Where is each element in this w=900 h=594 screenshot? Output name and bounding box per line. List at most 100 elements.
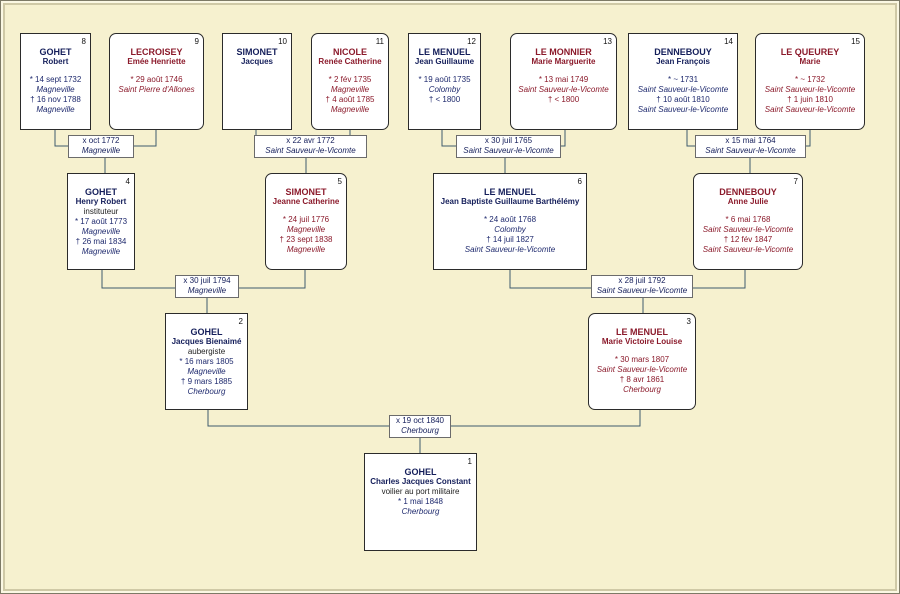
death-place: Saint Sauveur-le-Vicomte <box>702 245 794 254</box>
birth-place: Cherbourg <box>401 507 440 516</box>
given-names: Jean Baptiste Guillaume Barthélémy <box>440 197 580 206</box>
sosa-number: 7 <box>793 177 798 186</box>
person-box-2[interactable]: 2 GOHEL Jacques Bienaimé aubergiste * 16… <box>165 313 248 410</box>
marriage-place: Saint Sauveur-le-Vicomte <box>596 286 688 295</box>
sosa-number: 8 <box>81 37 86 46</box>
birth-place: Saint Pierre d'Allones <box>118 85 195 94</box>
person-box-1[interactable]: 1 GOHEL Charles Jacques Constant voilier… <box>364 453 477 551</box>
marriage-date: x 22 avr 1772 <box>286 136 335 145</box>
birth-place: Saint Sauveur-le-Vicomte <box>702 225 794 234</box>
person-box-6[interactable]: 6 LE MENUEL Jean Baptiste Guillaume Bart… <box>433 173 587 270</box>
person-box-8[interactable]: 8 GOHET Robert * 14 sept 1732 Magneville… <box>20 33 91 130</box>
surname: LE MENUEL <box>483 187 536 197</box>
marriage-box-8-9[interactable]: x oct 1772 Magneville <box>68 135 134 158</box>
sosa-number: 6 <box>577 177 582 186</box>
birth-date: * 2 fév 1735 <box>328 75 372 84</box>
surname: LE QUEUREY <box>780 47 840 57</box>
person-box-5[interactable]: 5 SIMONET Jeanne Catherine * 24 juil 177… <box>265 173 347 270</box>
surname: LE MONNIER <box>535 47 592 57</box>
person-box-4[interactable]: 4 GOHET Henry Robert instituteur * 17 ao… <box>67 173 135 270</box>
marriage-date: x 30 juil 1765 <box>484 136 533 145</box>
birth-date: * ~ 1732 <box>794 75 826 84</box>
death-place: Magneville <box>330 105 370 114</box>
given-names: Marie <box>799 57 821 66</box>
surname: SIMONET <box>236 47 278 57</box>
person-box-7[interactable]: 7 DENNEBOUY Anne Julie * 6 mai 1768 Sain… <box>693 173 803 270</box>
marriage-box-6-7[interactable]: x 28 juil 1792 Saint Sauveur-le-Vicomte <box>591 275 693 298</box>
person-box-10[interactable]: 10 SIMONET Jacques <box>222 33 292 130</box>
surname: DENNEBOUY <box>719 187 777 197</box>
sosa-number: 9 <box>194 37 199 46</box>
person-box-13[interactable]: 13 LE MONNIER Marie Marguerite * 13 mai … <box>510 33 617 130</box>
marriage-box-12-13[interactable]: x 30 juil 1765 Saint Sauveur-le-Vicomte <box>456 135 561 158</box>
marriage-place: Magneville <box>81 146 121 155</box>
given-names: Jacques <box>240 57 274 66</box>
given-names: Marie Victoire Louise <box>601 337 683 346</box>
birth-date: * ~ 1731 <box>667 75 699 84</box>
person-box-12[interactable]: 12 LE MENUEL Jean Guillaume * 19 août 17… <box>408 33 481 130</box>
death-place: Cherbourg <box>623 385 661 394</box>
birth-place: Magneville <box>36 85 75 94</box>
death-date: † 4 août 1785 <box>325 95 375 104</box>
death-date: † 1 juin 1810 <box>787 95 833 104</box>
death-place: Saint Sauveur-le-Vicomte <box>464 245 556 254</box>
birth-date: * 14 sept 1732 <box>29 75 82 84</box>
surname: GOHEL <box>404 467 437 477</box>
death-place: Magneville <box>36 105 75 114</box>
death-place: Saint Sauveur-le-Vicomte <box>637 105 729 114</box>
person-box-3[interactable]: 3 LE MENUEL Marie Victoire Louise * 30 m… <box>588 313 696 410</box>
sosa-number: 3 <box>686 317 691 326</box>
person-box-9[interactable]: 9 LECROISEY Emée Henriette * 29 août 174… <box>109 33 204 130</box>
sosa-number: 1 <box>467 457 472 466</box>
given-names: Renée Catherine <box>318 57 382 66</box>
sosa-number: 2 <box>238 317 243 326</box>
marriage-box-14-15[interactable]: x 15 mai 1764 Saint Sauveur-le-Vicomte <box>695 135 806 158</box>
marriage-date: x 30 juil 1794 <box>183 276 231 285</box>
death-place: Magneville <box>286 245 326 254</box>
birth-place: Magneville <box>81 227 121 236</box>
person-box-14[interactable]: 14 DENNEBOUY Jean François * ~ 1731 Sain… <box>628 33 738 130</box>
death-place: Cherbourg <box>187 387 226 396</box>
marriage-box-10-11[interactable]: x 22 avr 1772 Saint Sauveur-le-Vicomte <box>254 135 367 158</box>
sosa-number: 11 <box>375 37 384 46</box>
birth-date: * 17 août 1773 <box>74 217 128 226</box>
birth-place: Saint Sauveur-le-Vicomte <box>596 365 688 374</box>
marriage-box-2-3[interactable]: x 19 oct 1840 Cherbourg <box>389 415 451 438</box>
given-names: Jean François <box>656 57 710 66</box>
death-date: † 23 sept 1838 <box>279 235 333 244</box>
given-names: Henry Robert <box>75 197 127 206</box>
death-date: † 14 juil 1827 <box>486 235 534 244</box>
surname: LE MENUEL <box>418 47 471 57</box>
sosa-number: 12 <box>467 37 476 46</box>
person-box-11[interactable]: 11 NICOLE Renée Catherine * 2 fév 1735 M… <box>311 33 389 130</box>
marriage-place: Magneville <box>187 286 227 295</box>
surname: SIMONET <box>285 187 327 197</box>
given-names: Jean Guillaume <box>414 57 475 66</box>
birth-date: * 29 août 1746 <box>130 75 183 84</box>
surname: GOHEL <box>190 327 223 337</box>
occupation: voilier au port militaire <box>381 487 460 496</box>
surname: LE MENUEL <box>615 327 668 337</box>
surname: DENNEBOUY <box>654 47 712 57</box>
death-date: † 8 avr 1861 <box>619 375 665 384</box>
marriage-box-4-5[interactable]: x 30 juil 1794 Magneville <box>175 275 239 298</box>
marriage-place: Saint Sauveur-le-Vicomte <box>265 146 356 155</box>
given-names: Anne Julie <box>727 197 769 206</box>
person-box-15[interactable]: 15 LE QUEUREY Marie * ~ 1732 Saint Sauve… <box>755 33 865 130</box>
marriage-date: x 28 juil 1792 <box>618 276 666 285</box>
given-names: Charles Jacques Constant <box>370 477 471 486</box>
birth-date: * 16 mars 1805 <box>179 357 234 366</box>
occupation: aubergiste <box>187 347 226 356</box>
death-place: Magneville <box>81 247 121 256</box>
birth-place: Colomby <box>428 85 461 94</box>
sosa-number: 5 <box>337 177 342 186</box>
sosa-number: 14 <box>724 37 733 46</box>
surname: GOHET <box>39 47 72 57</box>
given-names: Jacques Bienaimé <box>171 337 242 346</box>
given-names: Jeanne Catherine <box>272 197 340 206</box>
given-names: Robert <box>42 57 69 66</box>
birth-place: Saint Sauveur-le-Vicomte <box>764 85 856 94</box>
surname: GOHET <box>84 187 117 197</box>
birth-place: Saint Sauveur-le-Vicomte <box>637 85 729 94</box>
birth-place: Magneville <box>187 367 226 376</box>
